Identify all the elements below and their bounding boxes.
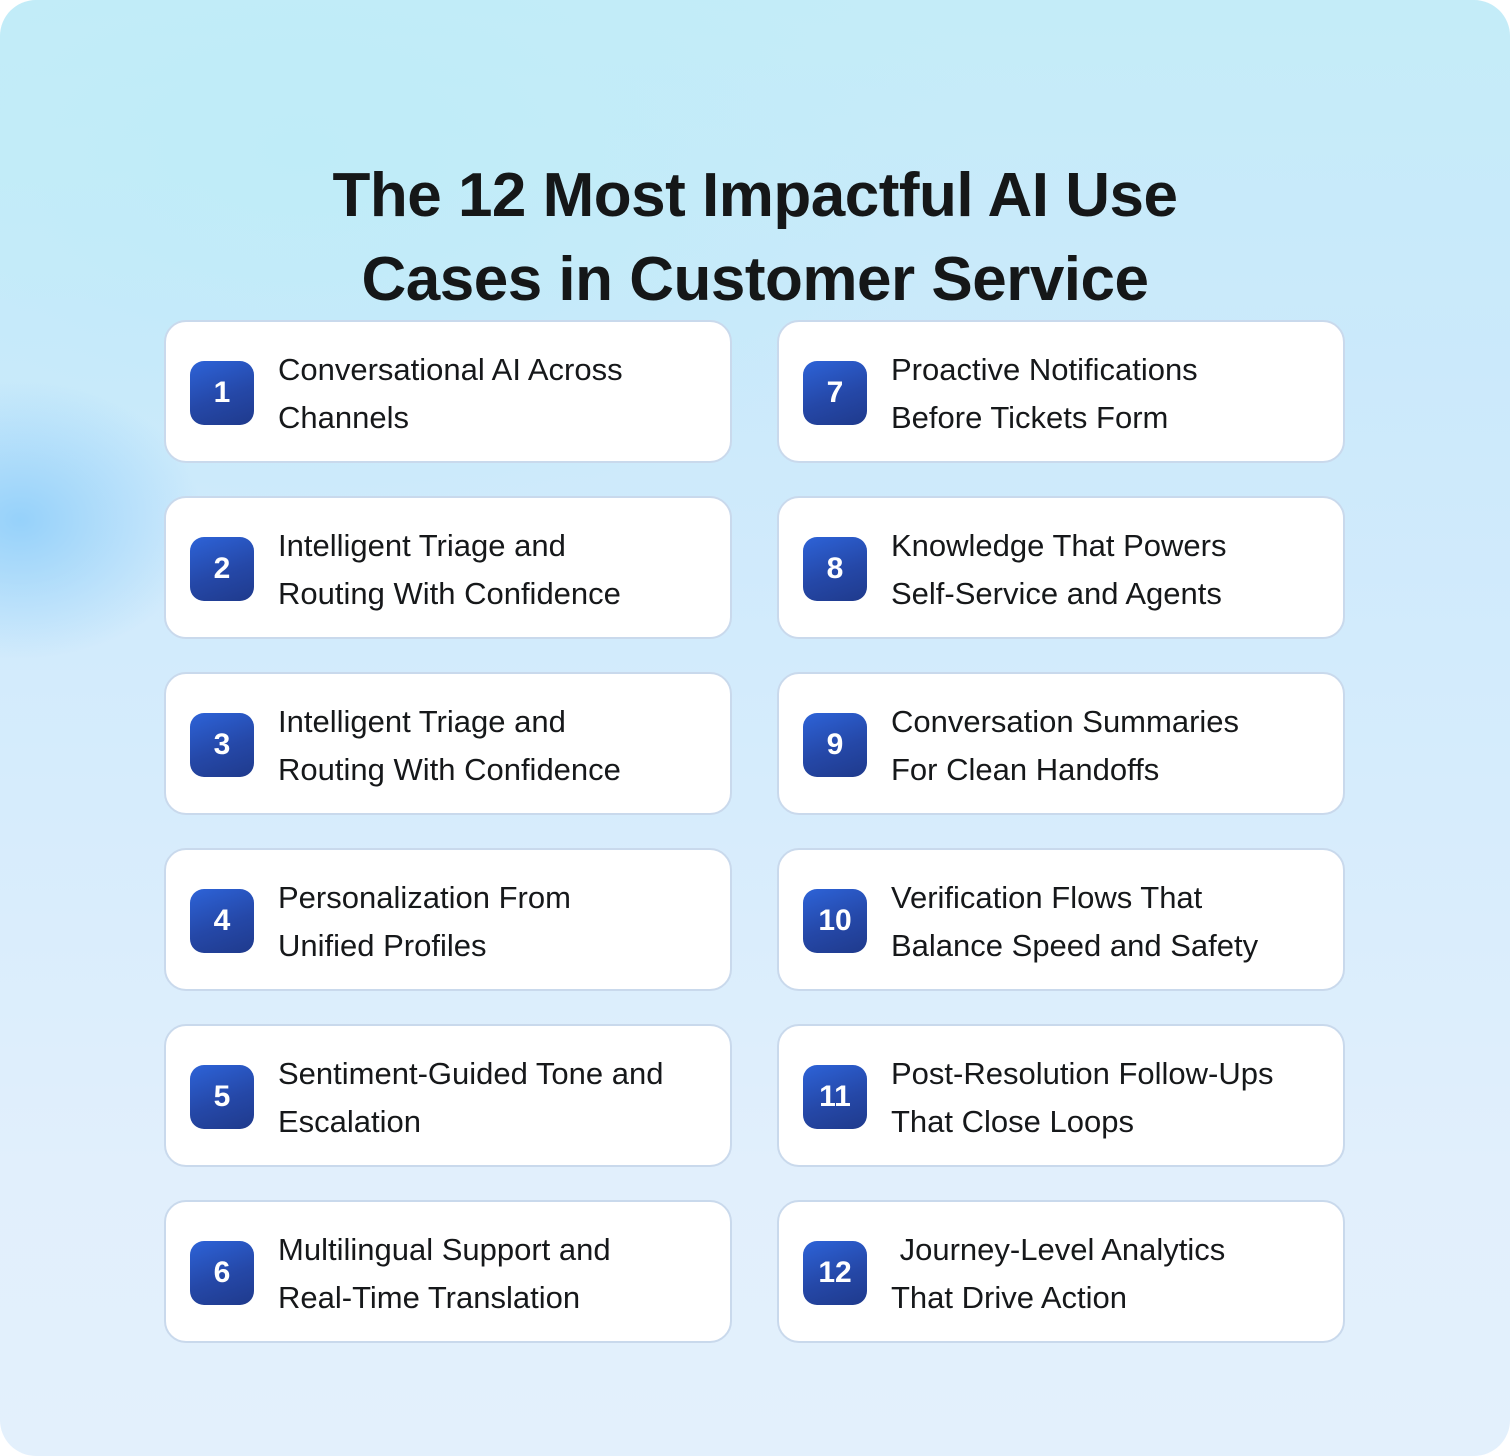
use-case-card-4: 4 Personalization From Unified Profiles (164, 848, 732, 991)
use-case-label: Post-Resolution Follow-Ups That Close Lo… (891, 1056, 1274, 1139)
number-badge-icon: 4 (190, 889, 254, 953)
use-case-label: Journey-Level Analytics That Drive Actio… (891, 1232, 1226, 1315)
use-case-label: Conversational AI Across Channels (278, 352, 623, 435)
use-case-card-1: 1 Conversational AI Across Channels (164, 320, 732, 463)
number-badge-icon: 11 (803, 1065, 867, 1129)
use-case-card-11: 11 Post-Resolution Follow-Ups That Close… (777, 1024, 1345, 1167)
title-line-2: Cases in Customer Service (361, 244, 1150, 314)
use-case-card-12: 12 Journey-Level Analytics That Drive Ac… (777, 1200, 1345, 1343)
use-case-card-8: 8 Knowledge That Powers Self-Service and… (777, 496, 1345, 639)
number-badge-icon: 8 (803, 537, 867, 601)
use-case-card-7: 7 Proactive Notifications Before Tickets… (777, 320, 1345, 463)
use-case-label: Verification Flows That Balance Speed an… (891, 880, 1259, 963)
use-case-card-9: 9 Conversation Summaries For Clean Hando… (777, 672, 1345, 815)
use-case-label: Knowledge That Powers Self-Service and A… (891, 528, 1227, 611)
use-case-label: Multilingual Support and Real-Time Trans… (278, 1232, 611, 1315)
number-badge-icon: 5 (190, 1065, 254, 1129)
use-case-card-6: 6 Multilingual Support and Real-Time Tra… (164, 1200, 732, 1343)
number-badge-icon: 6 (190, 1241, 254, 1305)
use-case-label: Sentiment-Guided Tone and Escalation (278, 1056, 664, 1139)
use-case-label: Personalization From Unified Profiles (278, 880, 571, 963)
number-badge-icon: 3 (190, 713, 254, 777)
page-title: The 12 Most Impactful AI Use Cases in Cu… (0, 154, 1510, 322)
number-badge-icon: 9 (803, 713, 867, 777)
use-case-label: Intelligent Triage and Routing With Conf… (278, 704, 621, 787)
title-line-1: The 12 Most Impactful AI Use (332, 160, 1178, 230)
number-badge-icon: 12 (803, 1241, 867, 1305)
number-badge-icon: 2 (190, 537, 254, 601)
number-badge-icon: 1 (190, 361, 254, 425)
number-badge-icon: 7 (803, 361, 867, 425)
use-case-card-3: 3 Intelligent Triage and Routing With Co… (164, 672, 732, 815)
use-case-card-5: 5 Sentiment-Guided Tone and Escalation (164, 1024, 732, 1167)
number-badge-icon: 10 (803, 889, 867, 953)
use-case-label: Proactive Notifications Before Tickets F… (891, 352, 1198, 435)
use-case-label: Intelligent Triage and Routing With Conf… (278, 528, 621, 611)
use-case-card-2: 2 Intelligent Triage and Routing With Co… (164, 496, 732, 639)
use-case-label: Conversation Summaries For Clean Handoff… (891, 704, 1240, 787)
use-case-card-10: 10 Verification Flows That Balance Speed… (777, 848, 1345, 991)
